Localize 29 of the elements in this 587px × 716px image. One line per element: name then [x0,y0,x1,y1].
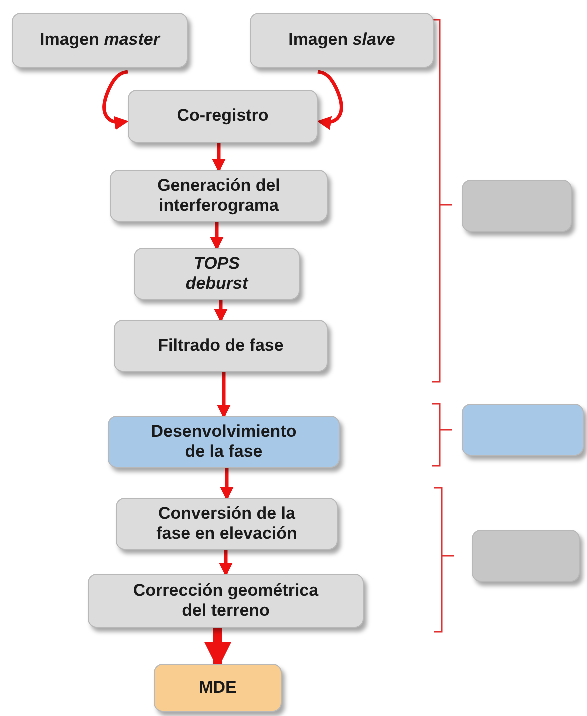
arrow [220,468,234,501]
arrow [219,550,233,577]
process-box [116,498,338,550]
process-box [108,416,340,468]
process-box [114,320,328,372]
empty-box [472,530,580,582]
process-box [12,13,188,68]
step-label: Conversión de la fase en elevación [156,504,298,544]
arrow [214,300,228,323]
step-label: TOPS deburst [184,254,250,294]
step-label: Imagen slave [288,30,396,51]
empty-box [462,180,572,232]
step-label: Desenvolvimiento de la fase [150,422,298,462]
step-label: MDE [199,678,237,698]
step-label: Generación del interferograma [156,176,282,216]
process-box [88,574,364,628]
process-box [110,170,328,222]
process-box [154,664,282,712]
process-box [134,248,300,300]
step-label: Co-registro [177,106,269,127]
step-label: Filtrado de fase [158,336,284,356]
arrow [217,372,231,419]
empty-box [462,404,584,456]
process-box [250,13,434,68]
arrow [210,222,224,251]
step-label: Imagen master [40,30,160,51]
arrow [212,143,226,173]
process-box [128,90,318,143]
step-label: Corrección geométrica del terreno [132,580,320,622]
